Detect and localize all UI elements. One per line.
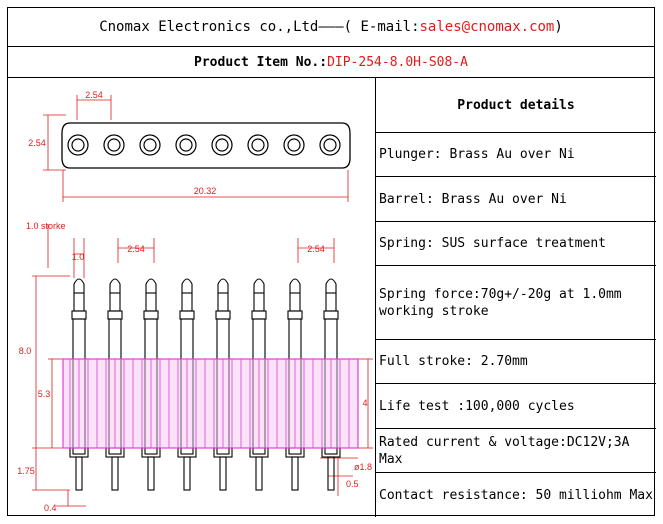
pin-2-part [107,310,123,320]
dim-height-top: 2.54 [28,138,46,148]
detail-plunger: Plunger: Brass Au over Ni [376,133,656,177]
detail-spring-force: Spring force:70g+/-20g at 1.0mm working … [376,266,656,340]
product-label: Product Item No.: [194,54,328,70]
spec-sheet: Cnomax Electronics co.,Ltd———( E-mail: s… [7,7,656,517]
pin-1-part [75,456,83,491]
pin-1-part [73,292,85,312]
pin-7-part [291,456,299,491]
pin-3-part [145,292,157,312]
pin-4-part [183,456,191,491]
pin-6-part [251,310,267,320]
detail-barrel: Barrel: Brass Au over Ni [376,177,656,222]
dim-total-height: 8.0 [19,346,32,356]
dim-tail-diameter: 0.4 [44,503,57,513]
top-view-strip [61,122,351,169]
dim-pitch-side-a: 2.54 [127,244,145,254]
pin-8-part [323,310,339,320]
pin-8-part [325,278,337,293]
pin-2-part [109,278,121,293]
pin-8-part [327,456,335,491]
pin-3-part [145,278,157,293]
product-item-number: DIP-254-8.0H-S08-A [327,54,468,70]
pin-5-part [219,456,227,491]
pin-3-part [147,456,155,491]
technical-drawing: 2.54 2.54 20.32 [8,78,376,517]
product-row: Product Item No.: DIP-254-8.0H-S08-A [8,47,654,78]
product-details-panel: Product details Plunger: Brass Au over N… [376,78,656,517]
insulator-lines [69,359,350,448]
dim-pitch-top: 2.54 [85,90,103,100]
pin-6-part [255,456,263,491]
pin-6-part [253,292,265,312]
top-view-dimensions [43,95,349,202]
pin-7-part [289,278,301,293]
pin-5-part [217,278,229,293]
detail-spring: Spring: SUS surface treatment [376,222,656,266]
side-view-dimensions [32,224,373,507]
detail-rated-current: Rated current & voltage:DC12V;3A Max [376,429,656,473]
pin-7-part [287,310,303,320]
pin-7-part [289,292,301,312]
company-text: Cnomax Electronics co.,Ltd———( E-mail: [99,19,420,35]
dim-body-height: 5.3 [38,389,51,399]
dim-pitch-side-b: 2.54 [307,244,325,254]
pin-6-part [253,278,265,293]
dim-stroke-label: 1.0 storke [26,221,66,231]
detail-full-stroke: Full stroke: 2.70mm [376,340,656,384]
pin-5-part [215,310,231,320]
top-view-holes [67,134,341,156]
dim-tail-length: 1.75 [17,466,35,476]
pin-1-part [71,310,87,320]
pin-8-part [325,292,337,312]
pin-4-part [181,278,193,293]
dim-length: 20.32 [194,186,217,196]
detail-life-test: Life test :100,000 cycles [376,384,656,429]
insulator-body [62,358,359,449]
header-tail: ) [554,19,563,35]
dim-right-height: 4 [362,398,367,408]
dim-stroke-value: 1.0 [72,252,85,262]
details-title: Product details [376,78,656,133]
pin-2-part [109,292,121,312]
detail-contact-resistance: Contact resistance: 50 milliohm Max [379,487,653,503]
pin-2-part [111,456,119,491]
pin-1-part [73,278,85,293]
dim-diameter-18: ø1.8 [354,462,372,472]
pin-3-part [143,310,159,320]
pin-4-part [179,310,195,320]
email-link[interactable]: sales@cnomax.com [419,19,555,35]
pin-4-part [181,292,193,312]
header-row: Cnomax Electronics co.,Ltd———( E-mail: s… [8,8,654,47]
dim-05: 0.5 [346,479,359,489]
pin-5-part [217,292,229,312]
